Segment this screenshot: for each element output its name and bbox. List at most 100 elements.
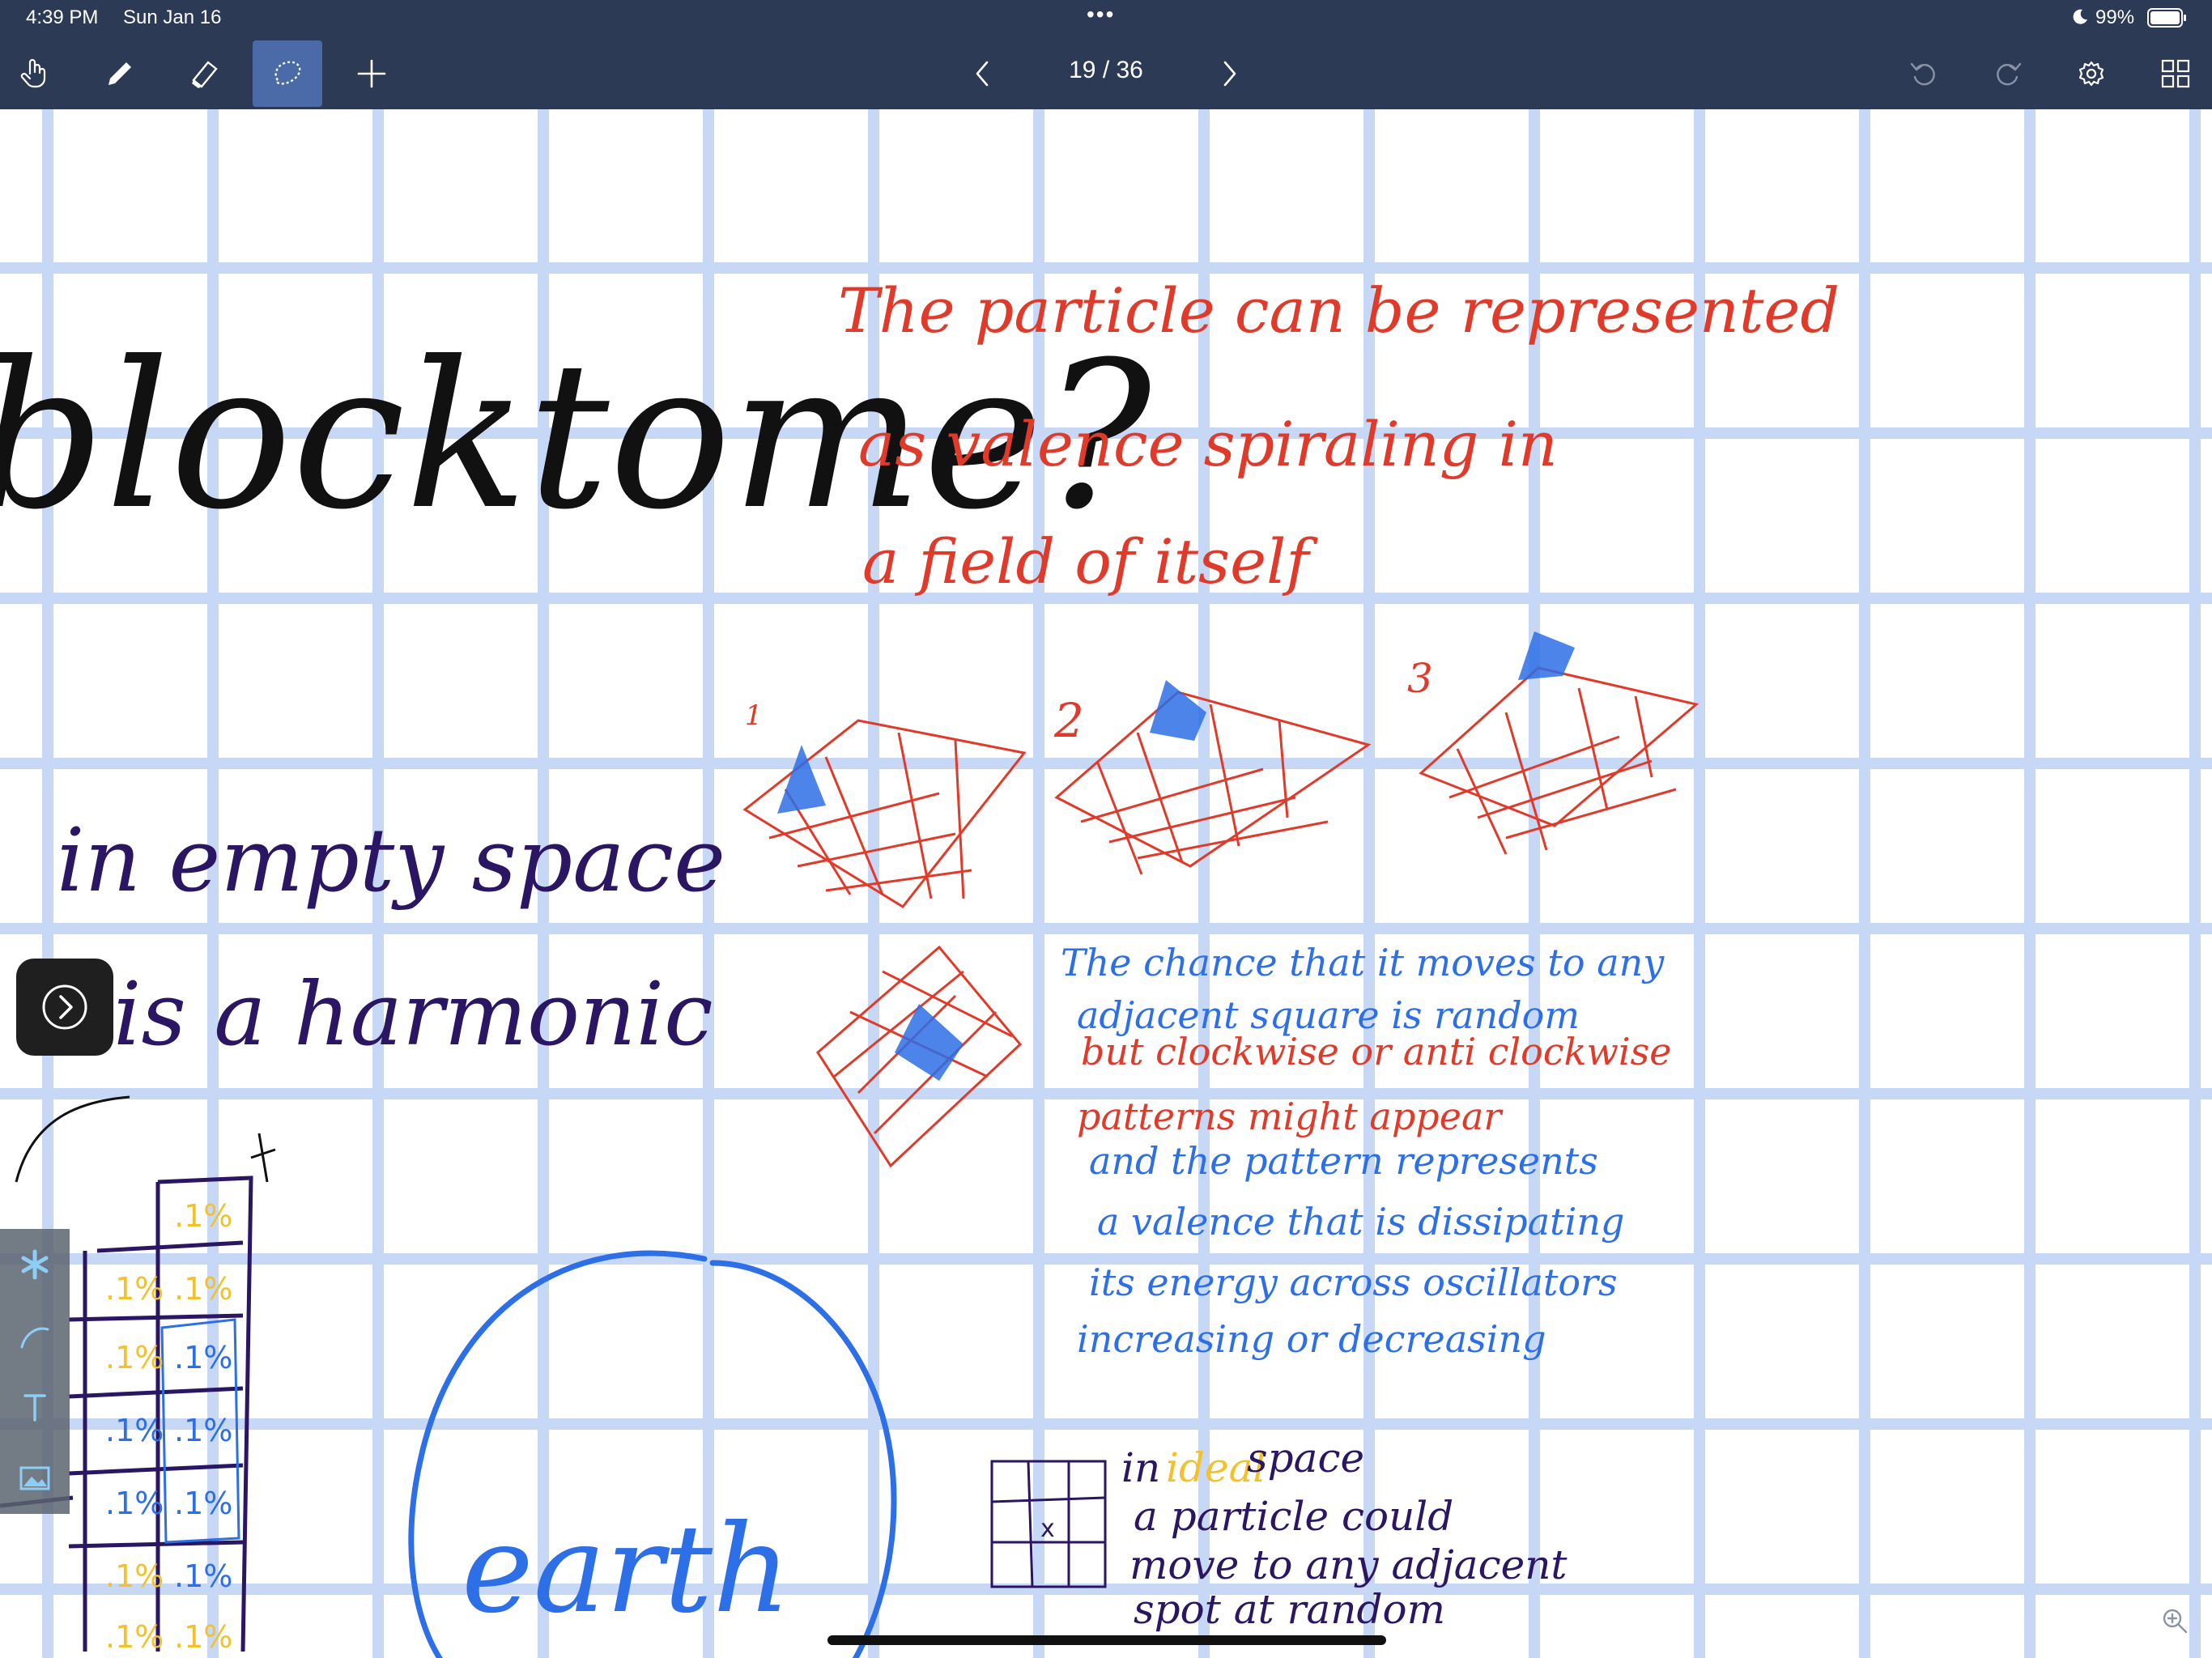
percent-cell: .1% bbox=[105, 1486, 164, 1521]
black-tick bbox=[250, 1133, 276, 1183]
grid-line-horizontal bbox=[0, 1088, 2212, 1099]
note-canvas[interactable]: blocktome? The particle can be represent… bbox=[0, 109, 2212, 1658]
grid-line-horizontal bbox=[0, 758, 2212, 769]
grid-paper bbox=[0, 109, 2212, 1658]
undo-icon bbox=[1910, 62, 1935, 86]
shape-button[interactable] bbox=[0, 1300, 70, 1371]
sketch-grid-3 bbox=[1419, 666, 1699, 855]
title-text: blocktome? bbox=[0, 318, 1153, 554]
percent-cell: .1% bbox=[174, 1558, 232, 1594]
blue-line-3: but clockwise or anti clockwise bbox=[1081, 1030, 1671, 1073]
ideal-line-3: move to any adjacent bbox=[1129, 1541, 1568, 1588]
redo-icon bbox=[1997, 62, 2022, 86]
next-page-button[interactable] bbox=[1193, 40, 1263, 107]
blue-line-1: The chance that it moves to any bbox=[1061, 941, 1665, 984]
hand-tool[interactable] bbox=[0, 40, 70, 107]
grid-line-vertical bbox=[703, 109, 714, 1658]
percent-cell: .1% bbox=[174, 1486, 232, 1521]
page-counter: 19 / 36 bbox=[1069, 57, 1143, 83]
add-tool[interactable] bbox=[337, 40, 406, 107]
percent-cell: .1% bbox=[105, 1340, 164, 1375]
eraser-icon bbox=[192, 61, 218, 88]
curve-icon bbox=[20, 1327, 49, 1349]
settings-button[interactable] bbox=[2057, 40, 2126, 107]
home-indicator bbox=[827, 1635, 1386, 1645]
panel-toggle-button[interactable] bbox=[16, 959, 113, 1056]
redo-button[interactable] bbox=[1972, 40, 2042, 107]
grid-line-horizontal bbox=[0, 923, 2212, 934]
grid-label-3: 3 bbox=[1407, 655, 1433, 702]
favorites-button[interactable] bbox=[0, 1229, 70, 1300]
status-date: Sun Jan 16 bbox=[123, 6, 222, 28]
hand-icon bbox=[20, 58, 46, 88]
ideal-line-4: spot at random bbox=[1134, 1586, 1445, 1633]
blue-line-4: patterns might appear bbox=[1077, 1095, 1504, 1138]
status-time: 4:39 PM bbox=[26, 6, 99, 28]
text-button[interactable] bbox=[0, 1371, 70, 1443]
percent-cell: .1% bbox=[105, 1413, 164, 1448]
image-button[interactable] bbox=[0, 1443, 70, 1514]
grid-label-2: 2 bbox=[1053, 693, 1084, 748]
grid-line-horizontal bbox=[0, 1253, 2212, 1265]
purple-notes: in empty space is a harmonic bbox=[57, 810, 725, 1065]
percent-cell: .1% bbox=[105, 1558, 164, 1594]
page-overview-button[interactable] bbox=[2141, 40, 2210, 107]
pen-icon bbox=[108, 62, 131, 85]
grid-line-vertical bbox=[1198, 109, 1210, 1658]
grid-line-vertical bbox=[1529, 109, 1540, 1658]
lasso-icon bbox=[274, 61, 301, 85]
gear-icon bbox=[2078, 61, 2104, 87]
ideal-space-notes: in ideal space a particle could move to … bbox=[1121, 1435, 1568, 1633]
sketch-grid-2 bbox=[1054, 691, 1372, 875]
grid-labels: 1 2 3 bbox=[745, 655, 1433, 748]
battery-icon bbox=[2147, 8, 2188, 32]
grid-line-horizontal bbox=[0, 1418, 2212, 1430]
red-notes: The particle can be represented as valen… bbox=[838, 274, 1840, 597]
status-bar: 4:39 PM Sun Jan 16 ••• 99% bbox=[0, 0, 2212, 37]
percent-cell: .1% bbox=[174, 1340, 232, 1375]
blue-line-2: adjacent square is random bbox=[1077, 993, 1580, 1037]
percent-table-blue bbox=[160, 1318, 240, 1544]
zoom-button[interactable] bbox=[2160, 1606, 2189, 1635]
lasso-tool[interactable] bbox=[253, 40, 322, 107]
grid-view-icon bbox=[2161, 59, 2190, 88]
percent-cells: .1% .1% .1% .1% .1% .1% .1% .1% .1% .1% … bbox=[105, 1198, 232, 1655]
blue-line-6: a valence that is dissipating bbox=[1097, 1200, 1624, 1244]
red-line-2: as valence spiraling in bbox=[858, 408, 1558, 480]
red-line-3: a field of itself bbox=[862, 525, 1318, 597]
red-sketches bbox=[742, 666, 1699, 1168]
grid-line-horizontal bbox=[0, 262, 2212, 274]
pen-tool[interactable] bbox=[85, 40, 155, 107]
text-icon bbox=[23, 1394, 46, 1422]
blue-notes: The chance that it moves to any adjacent… bbox=[1061, 941, 1671, 1361]
earth-drawing: earth bbox=[408, 1250, 897, 1658]
grid-line-horizontal bbox=[0, 427, 2212, 439]
ideal-line-1a: in bbox=[1121, 1444, 1160, 1491]
ideal-line-1b: ideal bbox=[1166, 1444, 1266, 1491]
ideal-space-diagram: x bbox=[990, 1460, 1107, 1588]
percent-cell: .1% bbox=[105, 1271, 164, 1307]
multitask-dots[interactable]: ••• bbox=[1087, 2, 1116, 27]
sketch-grid-1 bbox=[742, 719, 1027, 908]
grid-line-vertical bbox=[207, 109, 219, 1658]
grid-line-vertical bbox=[538, 109, 549, 1658]
eraser-tool[interactable] bbox=[168, 40, 238, 107]
undo-button[interactable] bbox=[1890, 40, 1959, 107]
percent-cell: .1% bbox=[174, 1619, 232, 1655]
percent-cell: .1% bbox=[105, 1619, 164, 1655]
blue-line-8: increasing or decreasing bbox=[1077, 1317, 1546, 1361]
black-curve bbox=[15, 1095, 130, 1183]
grid-line-vertical bbox=[2024, 109, 2035, 1658]
zoom-icon bbox=[2163, 1609, 2188, 1634]
earth-label: earth bbox=[462, 1499, 791, 1640]
handwritten-title: blocktome? bbox=[0, 318, 1153, 554]
chevron-right-circle-icon bbox=[42, 984, 87, 1030]
top-bar: 4:39 PM Sun Jan 16 ••• 99% 19 / 36 bbox=[0, 0, 2212, 109]
previous-page-button[interactable] bbox=[949, 40, 1019, 107]
grid-line-horizontal bbox=[0, 593, 2212, 604]
blue-scribbles bbox=[777, 631, 1575, 1081]
grid-line-vertical bbox=[1859, 109, 1870, 1658]
red-line-1: The particle can be represented bbox=[838, 274, 1840, 346]
chevron-left-icon bbox=[976, 61, 989, 87]
grid-line-vertical bbox=[1033, 109, 1044, 1658]
